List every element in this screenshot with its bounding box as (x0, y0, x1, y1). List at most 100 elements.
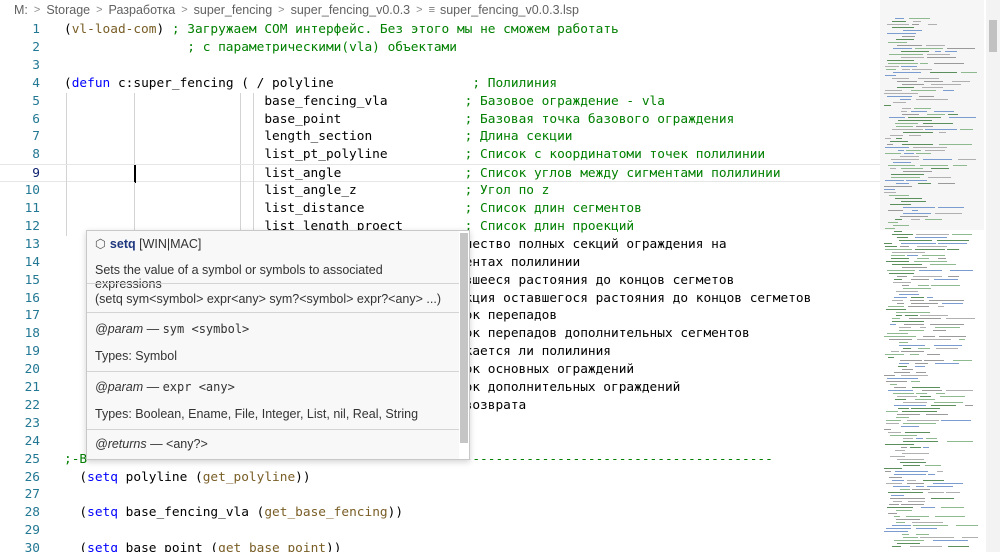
minimap-line (887, 144, 893, 145)
code-text[interactable]: (vl-load-com) ; Загружаем COM интерфейс.… (64, 22, 619, 37)
minimap-line (914, 261, 947, 262)
minimap-line (891, 258, 909, 259)
editor-scrollbar[interactable] (986, 0, 1000, 552)
minimap-line (886, 69, 896, 70)
minimap-line (900, 246, 909, 247)
minimap-line (935, 516, 965, 517)
indent-guide (134, 92, 135, 111)
hover-scrollbar[interactable] (459, 231, 469, 459)
minimap-viewport[interactable] (880, 0, 984, 230)
code-text[interactable]: length_section ; Длина секции (64, 129, 573, 145)
line-number: 12 (24, 218, 40, 234)
indent-guide (240, 146, 241, 165)
code-line[interactable]: 10 list_angle_z ; Угол по z (0, 182, 880, 201)
code-line[interactable]: 11 list_distance ; Список длин сегментов (0, 200, 880, 218)
code-line[interactable]: 27 (0, 486, 880, 504)
minimap-line (896, 522, 905, 523)
code-line[interactable]: 5 base_fencing_vla ; Базовое ограждение … (0, 92, 880, 111)
minimap-line (899, 294, 919, 295)
minimap-line (894, 540, 924, 541)
code-line[interactable]: 28 (setq base_fencing_vla (get_base_fenc… (0, 504, 880, 522)
minimap-line (900, 489, 910, 490)
code-text[interactable]: (defun c:super_fencing ( / polyline ; По… (64, 75, 558, 91)
minimap-line (931, 285, 960, 286)
code-line[interactable]: 4(defun c:super_fencing ( / polyline ; П… (0, 75, 880, 93)
breadcrumb-item-file[interactable]: super_fencing_v0.0.3.lsp (439, 3, 579, 17)
minimap-line (953, 360, 972, 361)
code-line[interactable]: 25;-B ----------------------------------… (0, 451, 880, 469)
code-line[interactable]: 3 (0, 57, 880, 75)
minimap-line (916, 528, 937, 529)
minimap-line (927, 114, 945, 115)
minimap-line (939, 336, 966, 337)
minimap-line (918, 348, 930, 349)
code-line[interactable]: 26 (setq polyline (get_polyline)) (0, 469, 880, 487)
code-text[interactable]: base_fencing_vla ; Базовое ограждение - … (64, 93, 665, 109)
code-line[interactable]: 30 (setq base_point (get_base_point)) (0, 540, 880, 552)
code-line[interactable]: 23 (0, 415, 880, 433)
code-text[interactable]: (setq base_point (get_base_point)) (64, 541, 342, 552)
code-text[interactable]: list_angle_z ; Угол по z (64, 183, 550, 199)
minimap-line (938, 306, 944, 307)
indent-guide (66, 128, 67, 147)
breadcrumb-item-storage[interactable]: Storage (46, 3, 91, 17)
code-text[interactable]: list_angle ; Список углов между сигмента… (64, 166, 781, 182)
code-line[interactable]: 7 length_section ; Длина секции (0, 128, 880, 147)
minimap-line (924, 81, 943, 82)
breadcrumb-item-drive[interactable]: M: (14, 3, 28, 17)
code-line[interactable]: 8 list_pt_polyline ; Список с координато… (0, 146, 880, 165)
editor-scrollbar-thumb[interactable] (989, 20, 997, 52)
minimap-line (895, 399, 906, 400)
param-tag: @param (95, 322, 144, 336)
line-number: 20 (24, 362, 40, 378)
minimap-line (930, 264, 956, 265)
line-number: 3 (32, 57, 40, 73)
code-text[interactable]: ;-B ------------------------------------… (64, 451, 773, 467)
minimap-line (896, 291, 918, 292)
code-text[interactable]: (setq base_fencing_vla (get_base_fencing… (64, 505, 404, 521)
minimap-line (913, 147, 947, 148)
minimap-line (885, 228, 895, 229)
code-line[interactable]: 2 ; с параметрическими(vla) объектами (0, 39, 880, 57)
code-line[interactable]: 6 base_point ; Базовая точка базового ог… (0, 110, 880, 129)
minimap-line (927, 354, 940, 355)
breadcrumb-item-project[interactable]: super_fencing (193, 3, 273, 17)
code-text[interactable]: оекция оставшегося растояния до концов с… (449, 290, 812, 306)
minimap-line (885, 444, 914, 445)
minimap-line (889, 339, 912, 340)
minimap-line (948, 546, 969, 547)
line-number: 9 (32, 166, 40, 182)
minimap-line (891, 495, 904, 496)
text-caret (134, 165, 136, 184)
breadcrumb-item-dev[interactable]: Разработка (108, 3, 176, 17)
hover-scrollbar-thumb[interactable] (460, 233, 468, 443)
indent-guide (66, 165, 67, 184)
code-line[interactable]: 1(vl-load-com) ; Загружаем COM интерфейс… (0, 21, 880, 39)
code-text[interactable]: base_point ; Базовая точка базового огра… (64, 111, 735, 127)
minimap-line (894, 516, 900, 517)
minimap-line (885, 90, 902, 91)
minimap-line (885, 147, 909, 148)
param-signature: expr <any> (162, 380, 235, 394)
code-text[interactable]: list_distance ; Список длин сегментов (64, 201, 642, 216)
minimap-line (917, 246, 947, 247)
code-line[interactable]: 24 (0, 433, 880, 451)
minimap-line (891, 159, 919, 160)
code-text[interactable]: list_pt_polyline ; Список с координатоми… (64, 147, 766, 163)
line-number: 11 (24, 201, 40, 216)
code-line[interactable]: 29 (0, 522, 880, 540)
minimap-line (902, 285, 909, 286)
minimap-line (916, 234, 949, 235)
minimap-line (895, 450, 905, 451)
code-text[interactable]: ; с параметрическими(vla) объектами (187, 39, 457, 55)
code-text[interactable]: (setq polyline (get_polyline)) (64, 469, 311, 485)
code-line[interactable]: 9 list_angle ; Список углов между сигмен… (0, 164, 880, 184)
minimap-line (940, 396, 965, 397)
hover-param1-types: Types: Symbol (95, 349, 177, 363)
minimap-line (894, 297, 907, 298)
breadcrumb-item-version[interactable]: super_fencing_v0.0.3 (290, 3, 411, 17)
minimap-line (918, 285, 929, 286)
code-line[interactable]: 16 оекция оставшегося растояния до концо… (0, 290, 880, 308)
minimap[interactable] (880, 0, 984, 552)
minimap-line (936, 393, 945, 394)
